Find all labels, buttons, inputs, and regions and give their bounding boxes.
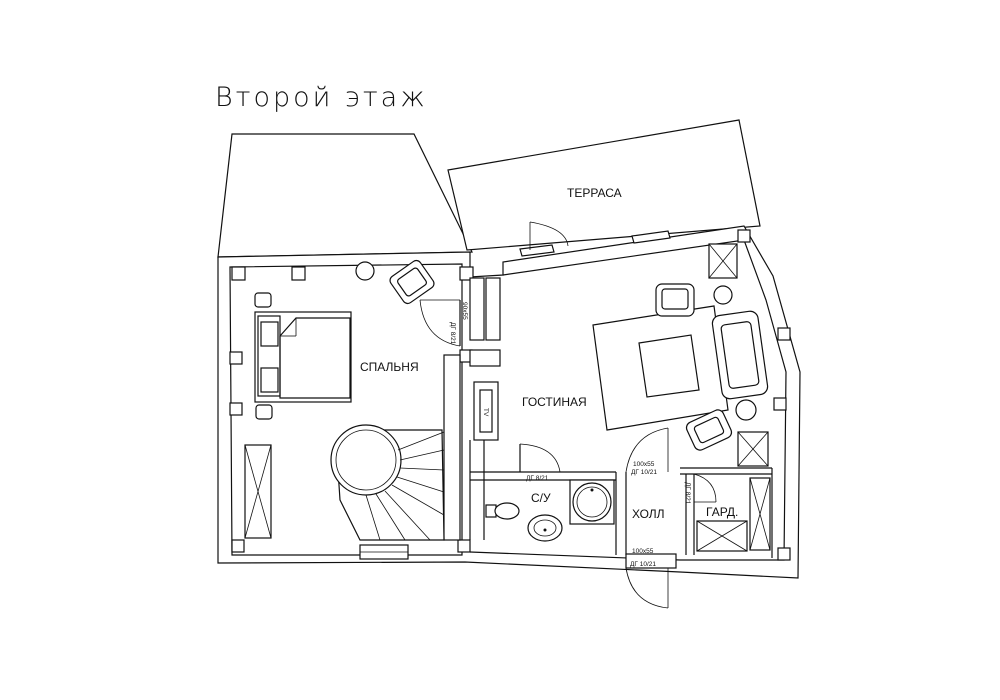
living-room: TV ГОСТИНАЯ <box>473 243 769 467</box>
hall-door: 100х55 ДГ 10/21 <box>625 427 669 476</box>
bottom-window <box>359 544 409 560</box>
armchair <box>685 409 733 451</box>
toilet-icon <box>485 502 520 520</box>
armchair <box>389 259 435 305</box>
lamp-icon <box>713 285 733 305</box>
terrace: ТЕРРАСА <box>447 119 761 251</box>
entry-door-code: ДГ 10/21 <box>630 561 656 568</box>
hall-door-code: ДГ 10/21 <box>631 469 657 476</box>
bedroom-door-code: ДГ 8/21 <box>449 322 456 345</box>
hall: 100х55 ДГ 10/21 ХОЛЛ ДГ 8/21 ГАРД. <box>625 427 771 552</box>
wardrobe-door: ДГ 8/21 <box>684 473 717 505</box>
lamp-icon <box>355 261 375 281</box>
sink-icon <box>527 514 563 542</box>
living-label: ГОСТИНАЯ <box>522 395 587 409</box>
wardrobe-door-code: ДГ 8/21 <box>684 482 691 505</box>
wall-piers <box>229 229 791 561</box>
bathroom-label: С/У <box>531 491 551 505</box>
tv-label: TV <box>482 408 489 417</box>
shower-icon <box>569 479 615 525</box>
nightstand <box>254 292 272 308</box>
double-bed <box>254 311 352 403</box>
entry-door: 100х55 ДГ 10/21 <box>625 548 677 609</box>
corner-storage <box>737 431 769 467</box>
hall-storage <box>749 477 771 551</box>
rug <box>592 305 729 431</box>
tv-unit: TV <box>473 381 499 441</box>
bath-door-code: ДГ 8/21 <box>526 475 549 482</box>
corner-storage <box>708 243 738 279</box>
wardrobe-label: ГАРД. <box>706 505 738 519</box>
partitions <box>443 277 773 558</box>
left-roof <box>217 133 473 258</box>
bedroom-label: СПАЛЬНЯ <box>360 360 419 374</box>
terrace-label: ТЕРРАСА <box>567 186 622 200</box>
wardrobe-storage <box>696 520 748 552</box>
bathroom: ДГ 8/21 С/У <box>485 443 615 542</box>
page-title: Второй этаж <box>215 82 428 113</box>
bath-door: ДГ 8/21 <box>519 443 561 482</box>
hall-label: ХОЛЛ <box>632 507 665 521</box>
top-openings <box>519 221 671 257</box>
bedroom: СПАЛЬНЯ ДГ 8/21 90х55 <box>244 259 468 539</box>
bedroom-door-size: 90х55 <box>461 302 468 320</box>
entry-door-size: 100х55 <box>632 548 654 555</box>
hall-door-size: 100х55 <box>633 461 655 468</box>
armchair <box>655 283 695 317</box>
spiral-staircase <box>330 424 445 541</box>
sofa <box>711 310 769 400</box>
wardrobe-cabinet <box>244 444 272 539</box>
nightstand <box>255 404 273 420</box>
lamp-icon <box>735 399 757 421</box>
bedroom-door: ДГ 8/21 90х55 <box>419 299 468 347</box>
